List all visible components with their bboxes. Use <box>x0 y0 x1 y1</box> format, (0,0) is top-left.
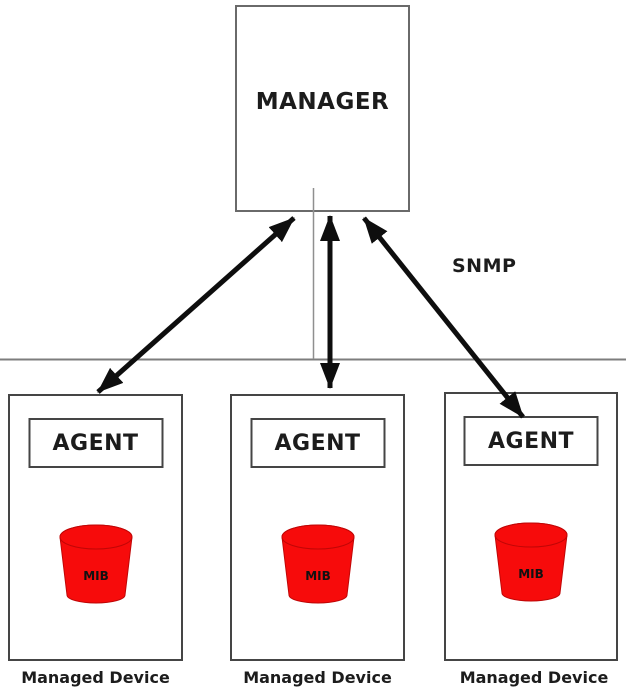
manager-box: MANAGER <box>235 5 410 212</box>
agent-box-1: AGENT <box>28 418 163 468</box>
device-box-3: AGENT MIB <box>444 392 618 661</box>
agent-box-2: AGENT <box>250 418 385 468</box>
device-caption-3: Managed Device <box>459 668 609 687</box>
agent-box-3: AGENT <box>463 416 599 466</box>
snmp-label: SNMP <box>452 255 517 277</box>
agent-label-3: AGENT <box>487 428 575 454</box>
mib-cylinder-svg-1: MIB <box>58 524 133 604</box>
agent-label-1: AGENT <box>52 430 139 456</box>
mib-cylinder-svg-2: MIB <box>280 524 355 604</box>
device-box-1: AGENT MIB <box>8 394 183 661</box>
mib-cylinder-icon-2: MIB <box>280 524 355 606</box>
manager-label: MANAGER <box>255 88 390 115</box>
mib-rim-shape <box>281 524 354 550</box>
device-box-2: AGENT MIB <box>230 394 405 661</box>
agent-label-2: AGENT <box>274 430 361 456</box>
mib-label-1: MIB <box>83 569 109 583</box>
mib-cylinder-svg-3: MIB <box>494 522 568 602</box>
mib-rim-shape <box>59 524 132 550</box>
mib-cylinder-icon-3: MIB <box>494 522 568 604</box>
mib-label-2: MIB <box>305 569 331 583</box>
snmp-arrow-right <box>362 216 525 419</box>
snmp-arrow-left <box>96 216 296 394</box>
mib-label-3: MIB <box>518 567 544 581</box>
mib-cylinder-icon-1: MIB <box>58 524 133 606</box>
device-caption-2: Managed Device <box>243 668 392 687</box>
device-caption-1: Managed Device <box>21 668 170 687</box>
mib-rim-shape <box>494 522 568 548</box>
